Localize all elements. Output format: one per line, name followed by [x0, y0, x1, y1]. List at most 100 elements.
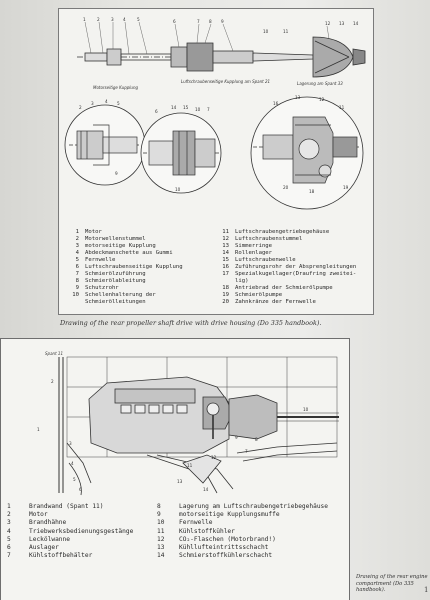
svg-text:10: 10	[263, 29, 269, 34]
legend-item-number: 6	[75, 264, 79, 270]
legend-item: 7 Schmierölzuführung	[65, 271, 215, 278]
svg-text:7: 7	[245, 449, 248, 454]
svg-text:13: 13	[295, 95, 301, 100]
figure-engine-compartment: Spant 11	[0, 338, 350, 600]
legend-item-number: 3	[75, 243, 79, 249]
legend-item-number: 2	[7, 511, 11, 519]
legend-item-text: Zahnkränze der Fernwelle	[235, 299, 316, 305]
legend-item-text: Lecköl­wanne	[29, 535, 70, 543]
legend-item: 15 Luftschraubenwelle	[215, 257, 367, 264]
caption-shaft-drive: Drawing of the rear propeller shaft driv…	[60, 319, 322, 327]
legend-item-text: Fernwelle	[85, 257, 116, 263]
svg-text:1: 1	[37, 427, 40, 432]
legend-item-text: Luftschraubenwelle	[235, 257, 296, 263]
legend-item-text: Motor	[29, 511, 48, 519]
legend-item-text: Zuführungsrohr der Abspreng­leitungen	[235, 264, 357, 270]
legend-item: 5 Fernwelle	[65, 257, 215, 264]
legend-item-number: 16	[222, 264, 229, 270]
legend-item-number: 9	[157, 511, 161, 519]
svg-text:1: 1	[83, 17, 86, 22]
svg-text:14: 14	[203, 487, 209, 492]
legend-item-text: Schmierstoffkühlerschacht	[179, 552, 273, 560]
legend-item-number: 5	[75, 257, 79, 263]
legend-item-text: Schmierölableitung	[85, 278, 146, 284]
svg-text:3: 3	[69, 441, 72, 446]
legend-item-text: Schellenhalterung der	[85, 292, 156, 298]
legend-item-text: motorseitige Kupplung	[85, 243, 156, 249]
legend-item-text: Schmierölpumpe	[235, 292, 283, 298]
svg-text:10: 10	[195, 107, 201, 112]
legend-item-number: 7	[75, 271, 79, 277]
legend-item-text: Brandhähne	[29, 519, 67, 527]
svg-text:9: 9	[115, 171, 118, 176]
svg-text:10: 10	[303, 407, 309, 412]
label-bearing: Lagerung am Spant 33	[297, 81, 343, 86]
engine-compartment-drawing: Spant 11	[37, 351, 339, 496]
svg-text:6: 6	[173, 19, 176, 24]
legend-item: lig)	[215, 278, 367, 285]
svg-text:12: 12	[319, 97, 325, 102]
legend-item-text: Schmierölzuführung	[85, 271, 146, 277]
svg-text:5: 5	[73, 477, 76, 482]
legend-item: 11 Kühlstoffkühler	[157, 528, 347, 536]
legend-item-number: 7	[7, 552, 11, 560]
legend-item-number: 3	[7, 519, 11, 527]
svg-text:2: 2	[79, 105, 82, 110]
svg-text:20: 20	[283, 185, 289, 190]
svg-text:11: 11	[187, 463, 193, 468]
legend-item-number: 8	[157, 503, 161, 510]
legend-item-text: Luftschraubenstummel	[235, 236, 303, 242]
legend-item-text: Triebwerksbedienungsgestänge	[29, 527, 134, 535]
caption-engine-compartment: Drawing of the rear engine compartment (…	[356, 574, 428, 594]
svg-text:3: 3	[111, 17, 114, 22]
legend-item-text: Kühlstoffkühler	[179, 527, 235, 535]
svg-text:18: 18	[309, 189, 315, 194]
page-number: 1	[424, 586, 429, 594]
legend-item-text: Antriebrad der Schmierölpumpe	[235, 285, 333, 291]
svg-text:7: 7	[207, 107, 210, 112]
legend-item-text: Luftschraubengetriebegehäuse	[235, 229, 330, 235]
legend-item-number: 2	[75, 236, 79, 242]
svg-text:2: 2	[97, 17, 100, 22]
svg-text:4: 4	[71, 461, 74, 466]
label-spant: Spant 11	[45, 351, 63, 356]
legend-item-number: 13	[222, 243, 229, 249]
legend-item-text: Motor	[85, 229, 102, 235]
legend-item-text: Fernwelle	[179, 519, 213, 527]
legend-item-number: 15	[222, 257, 229, 263]
label-mid-coupling: Luftschraubenseitige Kupplung am Spant 2…	[181, 79, 270, 84]
svg-text:12: 12	[325, 21, 331, 26]
legend-item-number: 11	[157, 527, 165, 535]
legend-item-number: 14	[222, 250, 229, 256]
svg-text:7: 7	[197, 19, 200, 24]
legend-item-number: 1	[7, 503, 11, 510]
legend-item-text: Abdeckmanschette aus Gummi	[85, 250, 173, 256]
svg-text:4: 4	[105, 99, 108, 104]
svg-text:2: 2	[51, 379, 54, 384]
svg-text:9: 9	[235, 435, 238, 440]
